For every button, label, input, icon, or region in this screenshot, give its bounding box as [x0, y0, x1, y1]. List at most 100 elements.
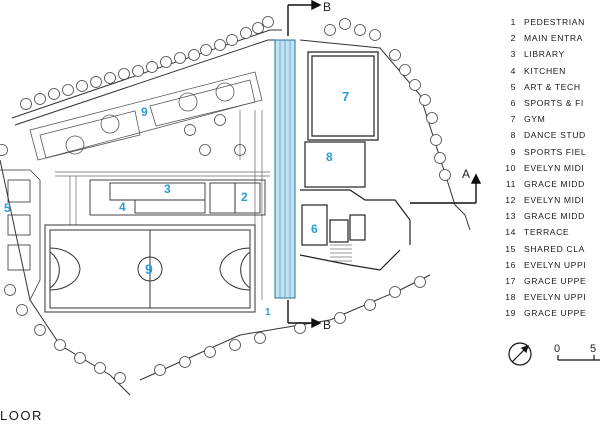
legend-item-number: 8 [510, 130, 516, 141]
room-tag-sports-fitness: 6 [311, 222, 318, 236]
scale-bar [557, 355, 600, 361]
legend-item-label: GYM [524, 114, 546, 125]
central-walkway [274, 39, 296, 299]
section-b-bottom-label: B [323, 318, 331, 332]
room-tag-library: 3 [164, 182, 171, 196]
legend-item-label: SPORTS & FI [524, 97, 584, 108]
room-tag-sports-field-top: 9 [141, 105, 148, 119]
room-tag-dance-studio: 8 [326, 150, 333, 164]
tree-icon [34, 93, 46, 105]
legend-item-label: GRACE MIDD [524, 211, 585, 222]
tree-icon [54, 339, 66, 351]
tree-icon [146, 61, 158, 73]
legend-item-number: 17 [505, 276, 516, 286]
section-a-label: A [462, 167, 470, 181]
east-building-stairs [330, 244, 352, 262]
library-kitchen-block [89, 179, 266, 216]
tree-icon [439, 169, 451, 181]
scale-five: 5 [590, 343, 596, 355]
legend-item-label: KITCHEN [524, 65, 566, 76]
tree-icon [229, 339, 241, 351]
legend-item-label: EVELYN MIDI [524, 162, 585, 173]
tree-icon [214, 114, 226, 126]
tree-icon [369, 29, 381, 41]
tree-icon [354, 24, 366, 36]
tree-icon [184, 124, 196, 136]
room-tag-art-tech: 5 [4, 201, 11, 215]
legend-item-number: 11 [505, 178, 516, 189]
legend-item: 4 KITCHEN [502, 63, 600, 79]
tree-icon [94, 362, 106, 374]
legend-item: 5 ART & TECH [502, 79, 600, 95]
legend-item-label: MAIN ENTRA [524, 33, 583, 44]
legend-item-number: 6 [510, 97, 516, 108]
tree-icon [389, 286, 401, 298]
tree-icon [154, 364, 166, 376]
tree-icon [430, 134, 442, 146]
legend-item-label: TERRACE [524, 227, 570, 238]
tree-icon [74, 352, 86, 364]
legend-item-label: GRACE MIDD [524, 178, 585, 189]
tree-icon [118, 68, 130, 80]
tree-icon [214, 39, 226, 51]
room-tag-gym: 7 [342, 89, 349, 104]
legend-item-number: 5 [510, 81, 516, 92]
tree-icon [334, 312, 346, 324]
tree-icon [200, 44, 212, 56]
tree-icon [262, 16, 274, 28]
legend-item-label: GRACE UPPE [524, 276, 587, 286]
room-tag-main-entrance: 2 [241, 190, 248, 204]
legend-item-number: 12 [505, 195, 516, 206]
east-building [299, 51, 411, 271]
legend-item-number: 13 [505, 211, 516, 222]
room-tag-sports-field-main: 9 [145, 261, 153, 277]
tree-icon [160, 56, 172, 68]
legend-item-label: PEDESTRIAN [524, 17, 585, 27]
tree-icon [4, 284, 16, 296]
section-b-top-label: B [323, 0, 331, 14]
tree-icon [0, 144, 8, 156]
tree-icon [434, 152, 446, 164]
legend-item-label: EVELYN UPPI [524, 259, 587, 270]
legend-item-number: 4 [510, 65, 516, 76]
tree-icon [240, 27, 252, 39]
walkways [55, 110, 270, 300]
legend-item-number: 16 [505, 259, 516, 270]
legend-item: 16 EVELYN UPPI [502, 257, 600, 273]
tree-icon [179, 356, 191, 368]
legend-item-label: LIBRARY [524, 49, 565, 60]
legend-item: 11 GRACE MIDD [502, 176, 600, 192]
tree-icon [426, 112, 438, 124]
legend-item-label: ART & TECH [524, 81, 581, 92]
legend-item-number: 9 [510, 146, 516, 157]
tree-icon [114, 372, 126, 384]
north-arrow-icon [508, 342, 532, 366]
tree-icon [409, 79, 421, 91]
room-tag-pedestrian: 1 [265, 307, 271, 318]
tree-icon [199, 144, 211, 156]
legend-item-number: 7 [510, 114, 516, 125]
legend-item-number: 3 [510, 49, 516, 60]
tree-group [0, 16, 451, 384]
tree-icon [339, 18, 351, 30]
room-tag-kitchen: 4 [119, 200, 126, 214]
legend-item: 17 GRACE UPPE [502, 273, 600, 289]
tree-icon [389, 49, 401, 61]
sports-field-main [44, 224, 256, 313]
tree-icon [62, 84, 74, 96]
tree-icon [16, 304, 28, 316]
legend-item: 13 GRACE MIDD [502, 208, 600, 224]
tree-icon [48, 88, 60, 100]
tree-icon [364, 299, 376, 311]
legend-item-label: SHARED CLA [524, 243, 585, 254]
legend-item: 7 GYM [502, 111, 600, 127]
art-tech-building [0, 169, 41, 301]
